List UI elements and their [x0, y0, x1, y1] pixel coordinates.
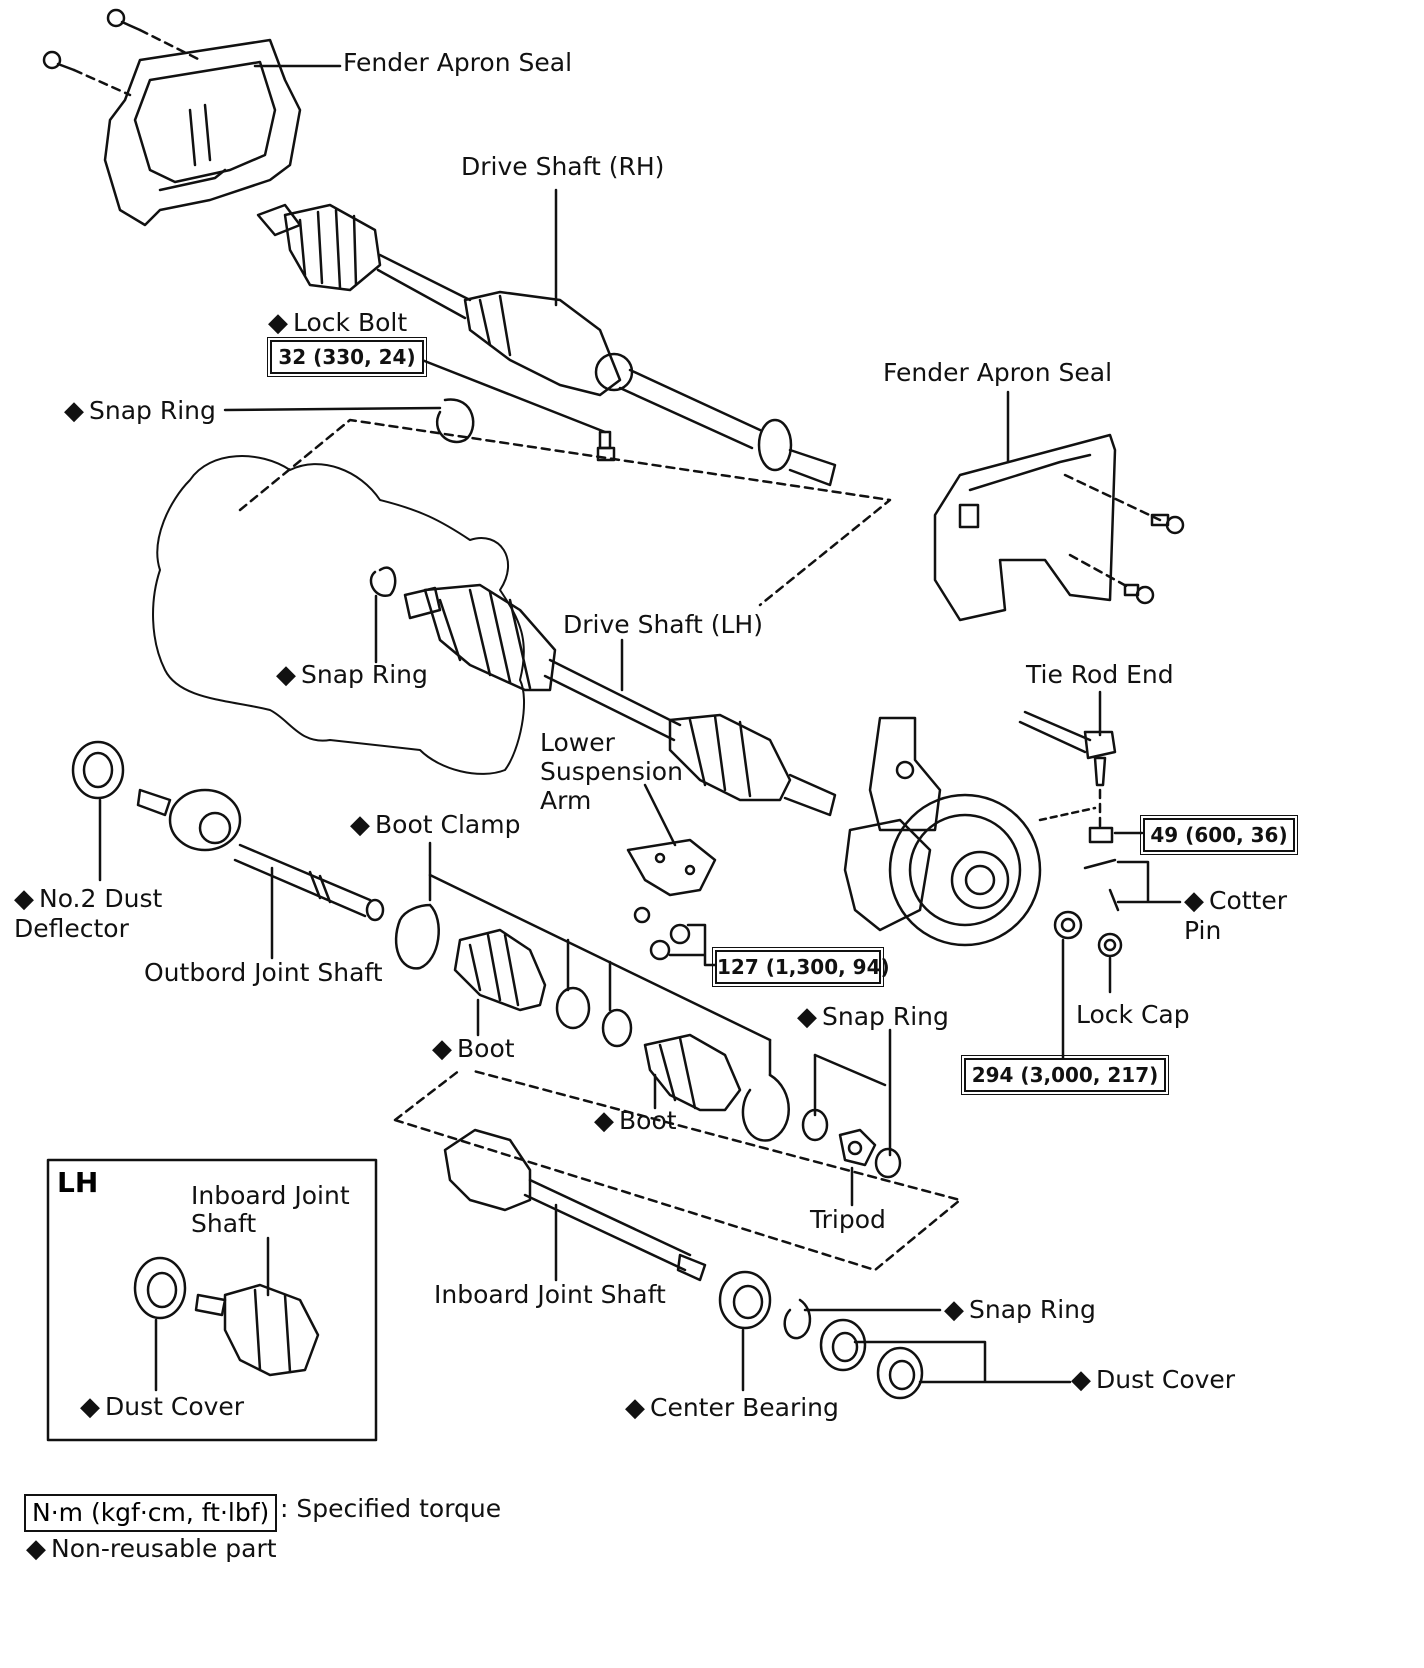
center-bearing-part [718, 1270, 772, 1330]
lh-dust-cover-part [133, 1256, 187, 1320]
snap-ring-4-part [783, 1298, 812, 1340]
torque-tie-rod: 49 (600, 36) [1140, 815, 1298, 855]
boot-1-part [453, 928, 547, 1012]
label-inboard-joint-shaft-lh: Inboard Joint Shaft [191, 1181, 350, 1238]
label-tripod: Tripod [810, 1205, 886, 1234]
dust-cover-2-part [876, 1346, 924, 1400]
arm-bolts-part [633, 906, 691, 961]
dashed-outline-rh [238, 418, 892, 607]
leader-dust-cover-right [853, 1340, 1072, 1384]
clamp-small-2 [601, 1008, 633, 1048]
legend-torque-text: : Specified torque [280, 1494, 502, 1523]
cotter-pin-part [1083, 858, 1120, 912]
hub-nut-part [1053, 910, 1083, 940]
knuckle-and-disc-part [843, 716, 1042, 947]
non-reusable-icon: ◆ [432, 1034, 452, 1064]
label-no2-dust-deflector: ◆No.2 Dust Deflector [14, 884, 163, 943]
legend-nonreusable: ◆Non-reusable part [26, 1534, 277, 1564]
legend-torque-units: N·m (kgf·cm, ft·lbf) [24, 1494, 278, 1532]
label-dust-cover-right: ◆Dust Cover [1071, 1365, 1236, 1395]
label-drive-shaft-lh: Drive Shaft (LH) [563, 610, 763, 639]
bolt-top-1 [106, 8, 202, 62]
leader-lock-bolt [420, 358, 607, 434]
label-snap-ring-4: ◆Snap Ring [944, 1295, 1096, 1325]
torque-hub-nut: 294 (3,000, 217) [961, 1055, 1169, 1095]
fender-apron-seal-top-part [103, 38, 302, 227]
inboard-joint-shaft-part [443, 1128, 707, 1282]
snap-ring-2-part [369, 566, 397, 598]
no2-dust-deflector-part [71, 740, 125, 800]
label-dust-cover-lh: ◆Dust Cover [80, 1392, 245, 1422]
label-drive-shaft-rh: Drive Shaft (RH) [461, 152, 665, 181]
label-boot-clamp: ◆Boot Clamp [350, 810, 521, 840]
non-reusable-icon: ◆ [276, 660, 296, 690]
clamp-small-1 [555, 986, 591, 1030]
transaxle-outline [152, 455, 526, 775]
tie-rod-end-part [1018, 710, 1117, 787]
leader-snap-ring-3-a [813, 1053, 887, 1087]
non-reusable-icon: ◆ [64, 396, 84, 426]
lock-cap-part [1097, 932, 1123, 958]
label-lower-suspension-arm: Lower Suspension Arm [540, 728, 683, 815]
castle-nut-part [1088, 826, 1114, 844]
label-cotter-pin: ◆Cotter Pin [1184, 886, 1288, 945]
torque-lock-bolt: 32 (330, 24) [267, 337, 427, 377]
non-reusable-icon: ◆ [625, 1393, 645, 1423]
boot-clamp-ring-1 [394, 903, 440, 970]
label-outbord-joint-shaft: Outbord Joint Shaft [144, 958, 383, 987]
leader-cotter-pin [1116, 860, 1182, 904]
non-reusable-icon: ◆ [1071, 1365, 1091, 1395]
label-center-bearing: ◆Center Bearing [625, 1393, 839, 1423]
snap-ring-3-right [874, 1147, 902, 1179]
lock-bolt-part [596, 430, 616, 462]
boot-clamp-guide [428, 873, 772, 1042]
lower-arm-bracket-part [626, 838, 717, 897]
non-reusable-icon: ◆ [14, 884, 34, 914]
bolt-right-1 [1063, 473, 1185, 535]
bolt-right-2 [1068, 553, 1155, 605]
label-snap-ring-2: ◆Snap Ring [276, 660, 428, 690]
non-reusable-icon: ◆ [797, 1002, 817, 1032]
lh-inboard-joint-part [194, 1283, 320, 1377]
label-boot-1: ◆Boot [432, 1034, 515, 1064]
snap-ring-1-part [435, 398, 475, 444]
label-tie-rod-end: Tie Rod End [1026, 660, 1174, 689]
drive-shaft-lh-part [403, 583, 837, 817]
fender-apron-seal-right-part [933, 433, 1117, 622]
inset-title-lh: LH [57, 1166, 99, 1199]
leader-lower-suspension-arm [643, 783, 677, 847]
label-boot-2: ◆Boot [594, 1106, 677, 1136]
tripod-part [838, 1128, 877, 1167]
dust-cover-1-part [819, 1318, 867, 1372]
non-reusable-icon: ◆ [80, 1392, 100, 1422]
boot-clamp-ticks [566, 938, 772, 1077]
non-reusable-icon: ◆ [1184, 886, 1204, 916]
label-snap-ring-3: ◆Snap Ring [797, 1002, 949, 1032]
non-reusable-icon: ◆ [268, 308, 288, 338]
bolt-top-2 [42, 50, 132, 97]
dashed-outline-inboard [393, 1068, 962, 1272]
drive-shaft-rh-part [256, 203, 837, 487]
label-inboard-joint-shaft: Inboard Joint Shaft [434, 1280, 666, 1309]
leader-arm-torque [668, 923, 717, 967]
torque-lower-arm: 127 (1,300, 94) [712, 947, 890, 987]
snap-ring-3-left [801, 1108, 829, 1142]
leader-snap-ring-1 [223, 406, 442, 412]
label-fender-apron-seal-top: Fender Apron Seal [343, 48, 573, 77]
non-reusable-icon: ◆ [26, 1534, 46, 1564]
label-lock-cap: Lock Cap [1076, 1000, 1190, 1029]
label-lock-bolt: ◆Lock Bolt [268, 308, 408, 338]
outboard-joint-shaft-part [136, 788, 385, 922]
boot-2-part [643, 1033, 742, 1112]
boot-clamp-ring-2 [741, 1073, 790, 1142]
non-reusable-icon: ◆ [594, 1106, 614, 1136]
non-reusable-icon: ◆ [350, 810, 370, 840]
dashed-tie-rod-2 [1038, 806, 1097, 822]
non-reusable-icon: ◆ [944, 1295, 964, 1325]
label-fender-apron-seal-right: Fender Apron Seal [883, 358, 1113, 387]
label-snap-ring-1: ◆Snap Ring [64, 396, 216, 426]
lh-inset-frame [46, 1158, 378, 1442]
